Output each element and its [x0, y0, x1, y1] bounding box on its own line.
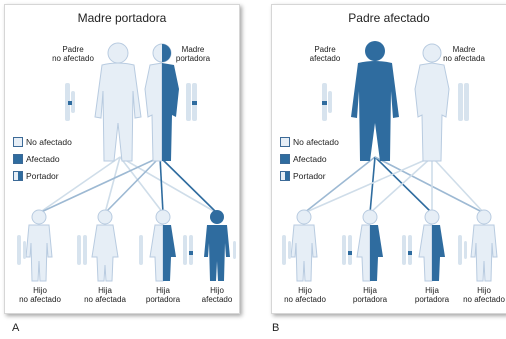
legend: No afectado Afectado Portador	[280, 133, 339, 184]
legend-affected: Afectado	[293, 154, 327, 164]
panel-letter-a: A	[12, 322, 19, 334]
child-daughter-carrier-1	[357, 210, 383, 281]
child-daughter-carrier-2	[419, 210, 445, 281]
legend-swatch-affected	[13, 154, 23, 164]
child-label-2: Hija portadora	[335, 286, 405, 304]
child-daughter-unaffected	[92, 210, 118, 281]
legend-swatch-carrier	[13, 171, 23, 181]
child-son-unaffected	[291, 210, 317, 281]
child-label-4: Hijo no afectado	[449, 286, 506, 304]
child-son-unaffected-2	[471, 210, 497, 281]
child-son-affected	[204, 210, 230, 281]
mother-label: Madre no afectada	[429, 45, 499, 63]
legend-unaffected: No afectado	[26, 137, 72, 147]
father-label: Padre afectado	[290, 45, 360, 63]
legend-swatch-unaffected	[13, 137, 23, 147]
child-label-1: Hijo no afectado	[270, 286, 340, 304]
child-label-1: Hijo no afectado	[5, 286, 75, 304]
panel-affected-father: Padre afectado	[271, 4, 506, 314]
legend-unaffected: No afectado	[293, 137, 339, 147]
legend-carrier: Portador	[26, 171, 59, 181]
legend-swatch-affected	[280, 154, 290, 164]
child-daughter-carrier	[150, 210, 176, 281]
panel-carrier-mother: Madre portadora	[4, 4, 240, 314]
legend-swatch-carrier	[280, 171, 290, 181]
legend-carrier: Portador	[293, 171, 326, 181]
mother-label: Madre portadora	[158, 45, 228, 63]
child-label-4: Hijo afectado	[182, 286, 252, 304]
legend-swatch-unaffected	[280, 137, 290, 147]
panel-letter-b: B	[272, 322, 279, 334]
legend: No afectado Afectado Portador	[13, 133, 72, 184]
father-label: Padre no afectado	[38, 45, 108, 63]
legend-affected: Afectado	[26, 154, 60, 164]
child-son-unaffected	[26, 210, 52, 281]
